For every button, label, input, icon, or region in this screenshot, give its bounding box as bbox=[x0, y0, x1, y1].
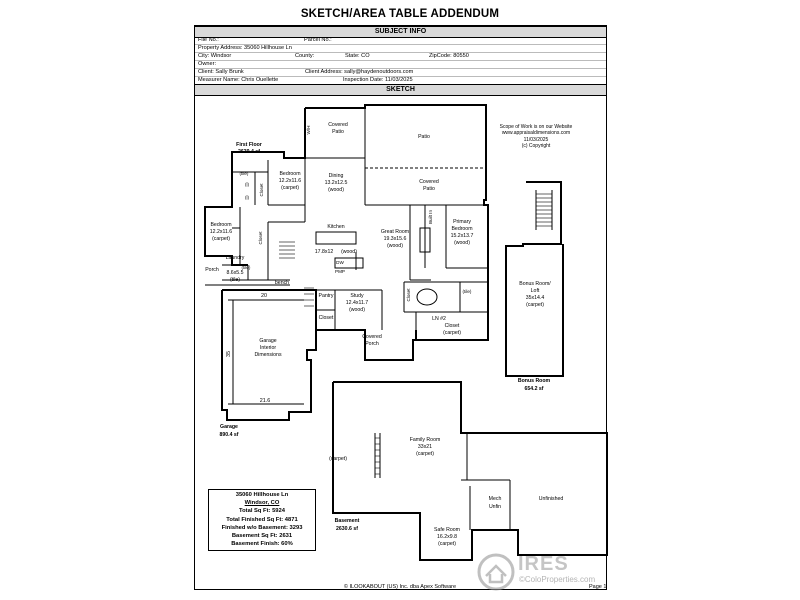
summary-basement-finish: Basement Finish: 60% bbox=[231, 541, 293, 548]
label-closet-3: Closet bbox=[406, 288, 411, 302]
owner: Owner: bbox=[198, 61, 217, 67]
footer-copyright: © ILOOKABOUT (US) Inc. dba Apex Software bbox=[343, 584, 457, 590]
room-kitchen: Kitchen bbox=[327, 224, 344, 230]
svg-text:www.appraisaldimensions.com: www.appraisaldimensions.com bbox=[502, 130, 570, 136]
sketch-header: SKETCH bbox=[195, 84, 606, 96]
room-ln2: LN #2 bbox=[432, 316, 446, 322]
label-tile-1: (tile) bbox=[240, 171, 249, 176]
label-closet-2: Closet bbox=[258, 231, 263, 245]
file-no: File No.: bbox=[198, 37, 219, 43]
basement-wall bbox=[332, 381, 608, 561]
room-kitchen-dims: 17.8x12(wood) bbox=[315, 249, 357, 255]
city: City: Windsor bbox=[198, 53, 232, 59]
label-built-in: Built In bbox=[428, 210, 433, 224]
parcel-no: Parcel No.: bbox=[304, 37, 332, 43]
measurer-name: Measurer Name: Chris Ouellette bbox=[198, 77, 279, 83]
subject-row-owner: Owner: bbox=[195, 60, 606, 69]
property-address: Property Address: 35060 Hillhouse Ln bbox=[198, 45, 292, 51]
room-porch: Porch bbox=[205, 267, 219, 273]
svg-text:Scope of Work is on our Websit: Scope of Work is on our Website bbox=[500, 124, 573, 130]
summary-address: 35060 Hillhouse Ln bbox=[235, 492, 289, 498]
label-l-1: (l) bbox=[245, 182, 250, 187]
watermark-brand: IRES bbox=[518, 553, 569, 575]
subject-row-file: File No.: Parcel No.: bbox=[195, 36, 606, 45]
inspection-date: Inspection Date: 11/03/2025 bbox=[343, 77, 413, 83]
summary-basement: Basement Sq Ft: 2631 bbox=[231, 533, 293, 540]
summary-finished: Total Finished Sq Ft: 4871 bbox=[226, 516, 298, 523]
subject-row-city: City: Windsor County: State: CO ZipCode:… bbox=[195, 52, 606, 61]
label-pmp: PMP bbox=[335, 269, 345, 274]
room-laundry: Laundry bbox=[226, 255, 245, 261]
room-basement-carpet: (carpet) bbox=[329, 456, 347, 462]
summary-total: Total Sq Ft: 5924 bbox=[239, 508, 285, 515]
room-closet-pantry: Closet bbox=[319, 315, 334, 321]
client-address: Client Address: sally@haydenoutdoors.com bbox=[305, 69, 414, 75]
bonus-room-wall bbox=[505, 181, 564, 377]
label-dw: DW bbox=[336, 260, 344, 265]
svg-text:11/03/2025: 11/03/2025 bbox=[524, 137, 549, 143]
scope-note: Scope of Work is on our Website www.appr… bbox=[500, 124, 573, 149]
summary-city: Windsor, CO bbox=[244, 500, 280, 507]
garage-depth-dim: 35 bbox=[226, 351, 232, 357]
room-pantry: Pantry bbox=[319, 293, 334, 299]
county: County: bbox=[295, 53, 315, 59]
ires-logo-icon bbox=[477, 553, 515, 591]
label-tile-2: (tile) bbox=[242, 265, 251, 270]
room-unfinished: Unfinished bbox=[539, 496, 564, 502]
first-floor-south-wall bbox=[315, 300, 417, 361]
area-summary-box: 35060 Hillhouse Ln Windsor, CO Total Sq … bbox=[208, 489, 316, 551]
label-closet-1: Closet bbox=[259, 183, 264, 197]
subject-row-measurer: Measurer Name: Chris Ouellette Inspectio… bbox=[195, 76, 606, 84]
label-wh: W/H bbox=[306, 126, 311, 135]
client: Client: Sally Brunk bbox=[198, 69, 244, 75]
first-floor-east-wall bbox=[305, 104, 489, 341]
svg-text:(c) Copyright: (c) Copyright bbox=[522, 143, 551, 149]
room-porch-dims: 8.6x5.5(tile) bbox=[226, 270, 243, 283]
label-l-2: (l) bbox=[245, 195, 250, 200]
garage-bottom-dim: 21.6 bbox=[260, 398, 271, 404]
watermark-site: ©ColoProperties.com bbox=[519, 575, 596, 584]
summary-finished-wo-basement: Finished w/o Basement: 3293 bbox=[221, 524, 303, 531]
room-closet-primary: Closet(carpet) bbox=[443, 323, 461, 336]
room-patio: Patio bbox=[418, 134, 430, 140]
room-bench: bench bbox=[275, 280, 289, 286]
subject-row-client: Client: Sally Brunk Client Address: sall… bbox=[195, 68, 606, 77]
garage-width-dim: 20 bbox=[261, 293, 267, 299]
zipcode: ZipCode: 80550 bbox=[429, 53, 469, 59]
subject-info-header: SUBJECT INFO bbox=[195, 26, 606, 38]
label-tile-3: (tile) bbox=[463, 289, 472, 294]
addendum-frame: SUBJECT INFO File No.: Parcel No.: Prope… bbox=[194, 25, 607, 590]
page-number: Page 1 bbox=[589, 584, 607, 590]
garage-wall bbox=[221, 289, 317, 421]
first-floor-west-wall bbox=[204, 108, 306, 266]
page-title: SKETCH/AREA TABLE ADDENDUM bbox=[300, 8, 500, 20]
subject-row-address: Property Address: 35060 Hillhouse Ln bbox=[195, 44, 606, 53]
state: State: CO bbox=[345, 53, 370, 59]
